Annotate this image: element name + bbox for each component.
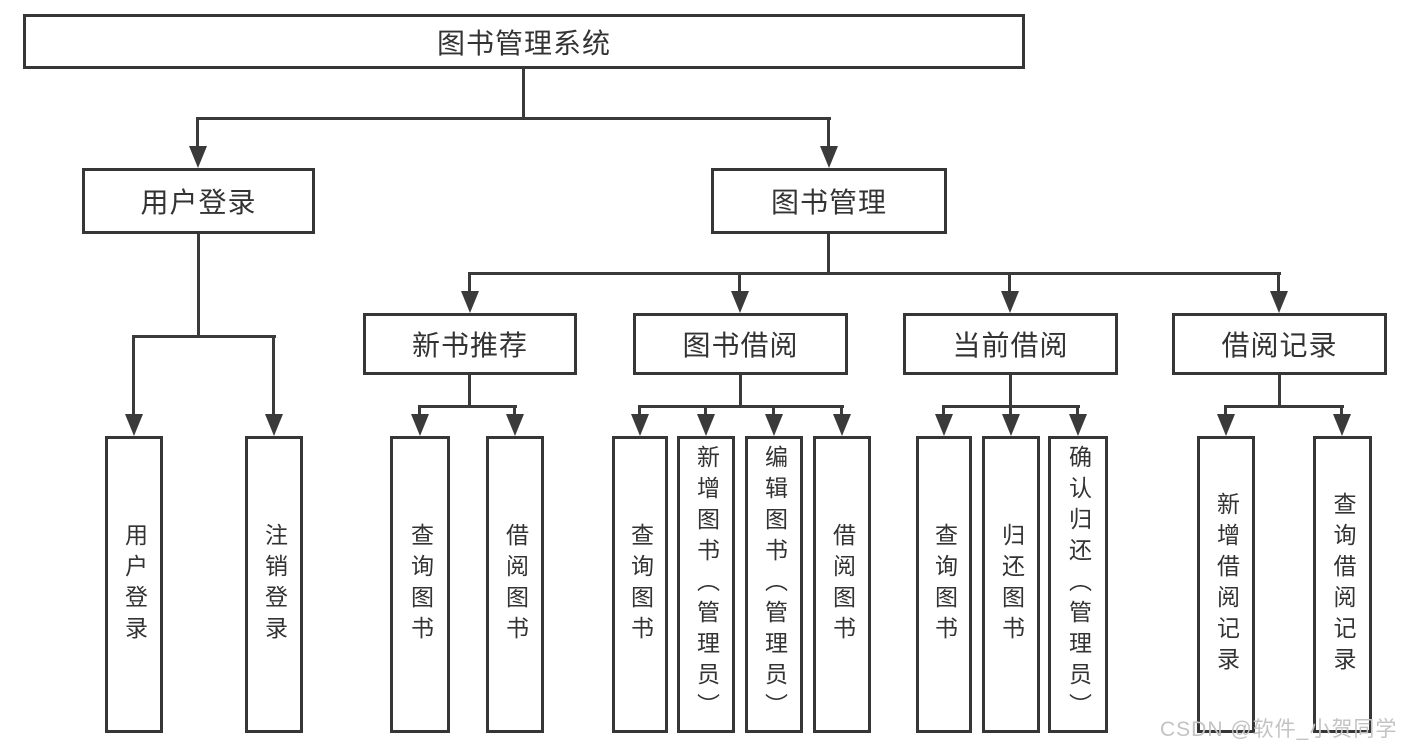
node-library-system: 图书管理系统 — [23, 14, 1025, 69]
connector-newbook-drop-2 — [513, 405, 516, 418]
connector-root-stem — [522, 69, 525, 120]
leaf-cb-confirm-return: 确认归还（管理员） — [1048, 436, 1108, 733]
leaf-user-login: 用户登录 — [105, 436, 163, 733]
connector-records-drop-1 — [1224, 405, 1227, 418]
arrowhead-icon — [1333, 414, 1351, 436]
connector-bookmgmt-stem — [827, 234, 830, 275]
connector-borrowing-drop-3 — [772, 405, 775, 418]
arrowhead-icon — [833, 414, 851, 436]
leaf-cb-query-books: 查询图书 — [916, 436, 972, 733]
leaf-br-add-record: 新增借阅记录 — [1197, 436, 1255, 733]
leaf-br-add-record-label: 新增借阅记录 — [1213, 491, 1240, 678]
leaf-bb-edit-books: 编辑图书（管理员） — [745, 436, 803, 733]
arrowhead-icon — [765, 414, 783, 436]
node-current-borrowing: 当前借阅 — [903, 313, 1118, 375]
arrowhead-icon — [1217, 414, 1235, 436]
arrowhead-icon — [820, 146, 838, 168]
arrowhead-icon — [265, 414, 283, 436]
arrowhead-icon — [411, 414, 429, 436]
connector-bookmgmt-drop-4 — [1277, 272, 1280, 296]
node-book-borrowing: 图书借阅 — [633, 313, 848, 375]
leaf-nbr-query-books: 查询图书 — [390, 436, 450, 733]
node-user-login: 用户登录 — [82, 168, 315, 234]
connector-root-drop-left — [196, 117, 199, 150]
arrowhead-icon — [935, 414, 953, 436]
leaf-br-query-record-label: 查询借阅记录 — [1330, 491, 1356, 678]
node-book-borrowing-label: 图书借阅 — [682, 330, 799, 361]
leaf-br-query-record: 查询借阅记录 — [1313, 436, 1372, 733]
leaf-cb-return-books: 归还图书 — [982, 436, 1040, 733]
connector-userlogin-stem — [197, 234, 200, 338]
connector-borrowing-stem — [739, 375, 742, 408]
connector-root-drop-right — [827, 117, 830, 150]
connector-borrowing-drop-4 — [840, 405, 843, 418]
leaf-nbr-borrow-books-label: 借阅图书 — [502, 522, 529, 647]
arrowhead-icon — [125, 414, 143, 436]
arrowhead-icon — [1270, 291, 1288, 313]
connector-bookmgmt-drop-2 — [738, 272, 741, 296]
node-borrow-records-label: 借阅记录 — [1221, 330, 1338, 361]
connector-newbook-bus — [418, 405, 517, 408]
connector-root-bus — [196, 117, 831, 120]
node-current-borrowing-label: 当前借阅 — [952, 330, 1069, 361]
connector-borrowing-drop-1 — [638, 405, 641, 418]
connector-records-bus — [1224, 405, 1344, 408]
leaf-cb-return-books-label: 归还图书 — [998, 522, 1025, 647]
connector-current-drop-2 — [1009, 405, 1012, 418]
connector-newbook-stem — [468, 375, 471, 408]
connector-current-drop-3 — [1076, 405, 1079, 418]
leaf-bb-add-books: 新增图书（管理员） — [677, 436, 735, 733]
connector-userlogin-drop-2 — [272, 335, 275, 418]
node-borrow-records: 借阅记录 — [1172, 313, 1387, 375]
leaf-nbr-borrow-books: 借阅图书 — [486, 436, 544, 733]
arrowhead-icon — [1002, 414, 1020, 436]
connector-current-drop-1 — [942, 405, 945, 418]
arrowhead-icon — [697, 414, 715, 436]
connector-newbook-drop-1 — [418, 405, 421, 418]
connector-userlogin-bus — [132, 335, 276, 338]
arrowhead-icon — [506, 414, 524, 436]
leaf-bb-borrow-books: 借阅图书 — [813, 436, 871, 733]
leaf-bb-add-books-label: 新增图书（管理员） — [693, 445, 720, 724]
leaf-bb-edit-books-label: 编辑图书（管理员） — [761, 445, 788, 724]
connector-borrowing-bus — [638, 405, 844, 408]
node-book-management: 图书管理 — [711, 168, 947, 234]
arrowhead-icon — [1069, 414, 1087, 436]
connector-records-drop-2 — [1340, 405, 1343, 418]
connector-records-stem — [1278, 375, 1281, 408]
leaf-user-login-label: 用户登录 — [121, 522, 148, 647]
leaf-logout-label: 注销登录 — [261, 522, 288, 647]
watermark: CSDN @软件_小贺同学 — [1160, 718, 1398, 741]
node-user-login-label: 用户登录 — [140, 187, 257, 218]
arrowhead-icon — [189, 146, 207, 168]
leaf-bb-borrow-books-label: 借阅图书 — [829, 522, 856, 647]
leaf-nbr-query-books-label: 查询图书 — [407, 522, 434, 647]
leaf-logout: 注销登录 — [245, 436, 303, 733]
node-book-management-label: 图书管理 — [770, 187, 887, 218]
arrowhead-icon — [731, 291, 749, 313]
connector-bookmgmt-drop-3 — [1008, 272, 1011, 296]
node-library-system-label: 图书管理系统 — [436, 27, 611, 59]
connector-bookmgmt-bus — [468, 272, 1281, 275]
leaf-bb-query-books-label: 查询图书 — [627, 522, 654, 647]
leaf-cb-query-books-label: 查询图书 — [931, 522, 958, 647]
leaf-bb-query-books: 查询图书 — [612, 436, 668, 733]
connector-bookmgmt-drop-1 — [468, 272, 471, 296]
connector-userlogin-drop-1 — [132, 335, 135, 418]
connector-current-stem — [1009, 375, 1012, 408]
arrowhead-icon — [461, 291, 479, 313]
arrowhead-icon — [631, 414, 649, 436]
node-new-book-recommend-label: 新书推荐 — [411, 330, 528, 361]
connector-borrowing-drop-2 — [704, 405, 707, 418]
leaf-cb-confirm-return-label: 确认归还（管理员） — [1065, 445, 1092, 724]
arrowhead-icon — [1001, 291, 1019, 313]
node-new-book-recommend: 新书推荐 — [363, 313, 577, 375]
